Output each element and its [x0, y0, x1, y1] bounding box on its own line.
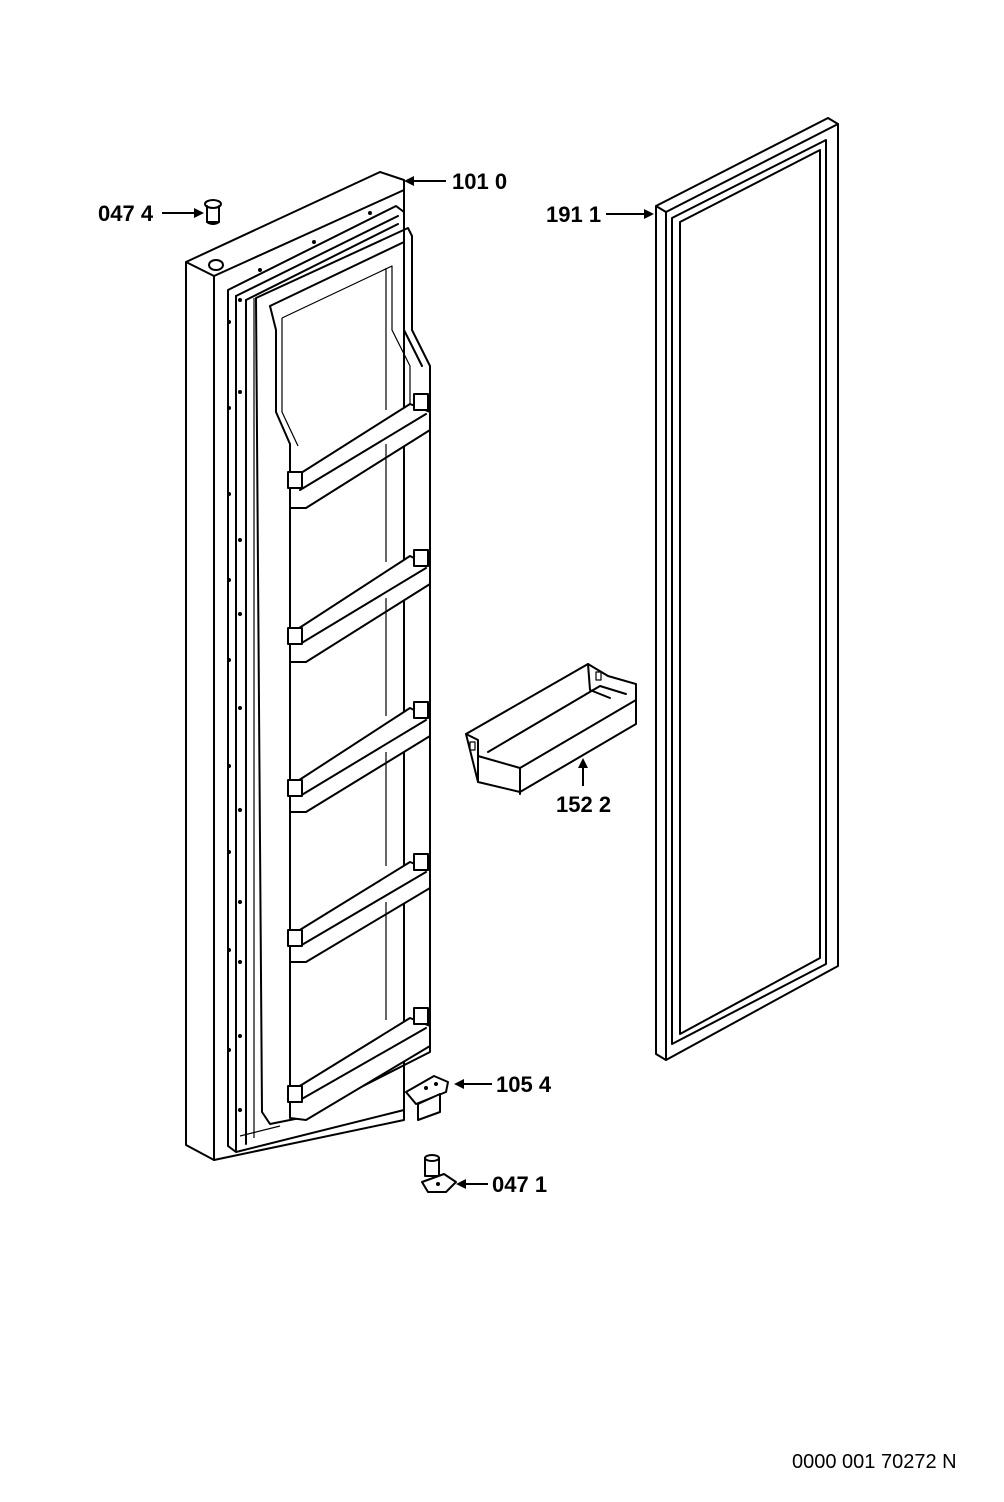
- label-door: 101 0: [452, 169, 507, 194]
- top-hinge-pin: [204, 199, 222, 225]
- door-gasket: [655, 117, 839, 1061]
- label-hinge-bracket: 105 4: [496, 1072, 552, 1097]
- label-bottom-hinge: 047 1: [492, 1172, 547, 1197]
- callout-arrows: [162, 176, 654, 1189]
- door-assembly: [185, 171, 431, 1161]
- door-shelf-1: [287, 393, 431, 509]
- label-top-pin: 047 4: [98, 201, 154, 226]
- label-gasket: 191 1: [546, 202, 601, 227]
- door-side-holes: [227, 211, 372, 1112]
- bottom-hinge: [421, 1154, 457, 1193]
- door-shelf-2: [287, 549, 431, 663]
- door-shelf-4: [287, 853, 431, 963]
- door-shelf-3: [287, 701, 431, 813]
- door-shelf-5: [287, 1007, 431, 1121]
- hinge-bracket: [405, 1075, 449, 1121]
- label-door-bin: 152 2: [556, 792, 611, 817]
- door-bin: [465, 663, 637, 795]
- drawing-reference-number: 0000 001 70272 N: [792, 1451, 957, 1473]
